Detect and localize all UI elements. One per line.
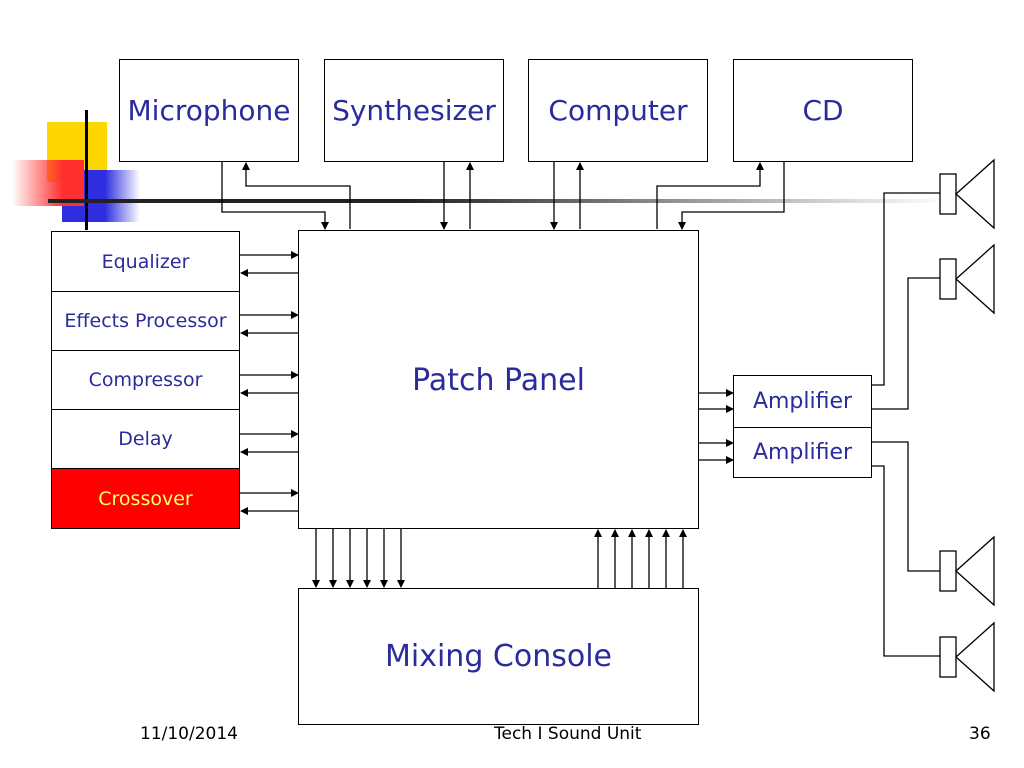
mixing-console-box: Mixing Console <box>298 588 699 725</box>
synthesizer-label: Synthesizer <box>332 94 496 127</box>
equalizer-box: Equalizer <box>51 231 240 292</box>
cd-box: CD <box>733 59 913 162</box>
mixing-console-label: Mixing Console <box>385 639 612 674</box>
speaker-icon <box>939 158 995 230</box>
mic-to-panel-wire <box>221 161 329 230</box>
amp2-speaker3-wire <box>871 441 940 572</box>
crossover-box: Crossover <box>51 468 240 529</box>
computer-label: Computer <box>548 94 688 127</box>
microphone-box: Microphone <box>119 59 299 162</box>
delay-box: Delay <box>51 409 240 469</box>
speaker-icon <box>939 243 995 315</box>
cd-to-panel-wire <box>678 161 785 230</box>
amplifier-label-1: Amplifier <box>752 389 853 414</box>
equalizer-label: Equalizer <box>101 250 190 273</box>
vertical-rule-decoration <box>85 110 88 230</box>
computer-box: Computer <box>528 59 708 162</box>
amp1-speaker2-wire <box>871 277 940 410</box>
amp2-speaker4-wire <box>871 465 940 657</box>
panel-to-mic-wire <box>242 162 351 229</box>
synthesizer-box: Synthesizer <box>324 59 504 162</box>
red-square-decoration <box>12 160 84 206</box>
amplifier-label-2: Amplifier <box>752 440 853 465</box>
footer-date: 11/10/2014 <box>140 724 238 744</box>
panel-to-cd-wire <box>656 162 764 229</box>
effects-processor-label: Effects Processor <box>64 310 227 332</box>
cd-label: CD <box>802 94 844 127</box>
crossover-label: Crossover <box>98 487 193 510</box>
amp1-speaker1-wire <box>871 192 940 386</box>
compressor-box: Compressor <box>51 350 240 410</box>
speaker-icon <box>939 621 995 693</box>
footer-title: Tech I Sound Unit <box>494 724 642 744</box>
patch-panel-box: Patch Panel <box>298 230 699 529</box>
effects-processor-box: Effects Processor <box>51 291 240 351</box>
patch-panel-label: Patch Panel <box>412 363 585 398</box>
horizontal-rule-decoration <box>48 199 948 203</box>
amplifier-box-2: Amplifier <box>733 427 872 478</box>
compressor-label: Compressor <box>88 369 203 391</box>
page-number: 36 <box>969 724 991 744</box>
delay-label: Delay <box>118 428 173 450</box>
microphone-label: Microphone <box>127 94 291 127</box>
speaker-icon <box>939 535 995 607</box>
amplifier-box-1: Amplifier <box>733 375 872 428</box>
